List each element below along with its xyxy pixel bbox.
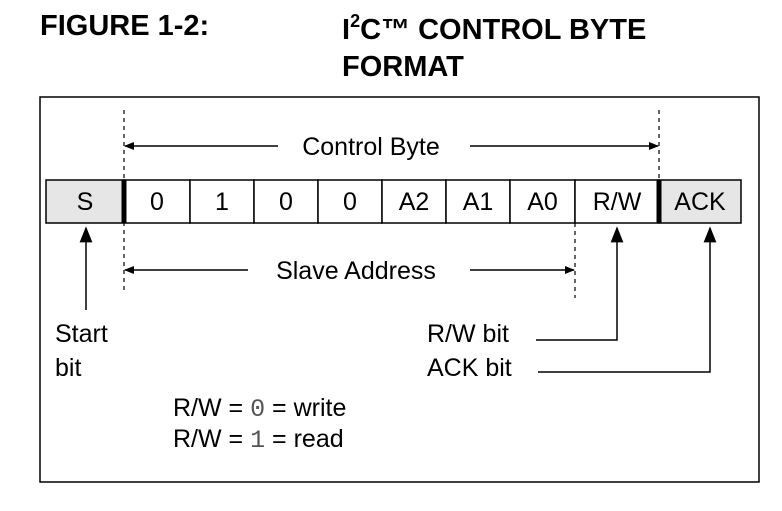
legend-write-suffix: = write [265, 394, 346, 422]
byte-boundary-start [121, 180, 127, 223]
bit-cell-2-1 [189, 179, 255, 224]
figure-title: I2C™ CONTROL BYTE FORMAT [342, 12, 646, 86]
bit-cell-label-8: R/W [593, 188, 642, 216]
ack-bit-leader [538, 226, 717, 373]
bit-cell-0-s [45, 179, 125, 224]
bit-cell-5-a2 [381, 179, 447, 224]
bit-cell-4-0 [317, 179, 383, 224]
slave-address-label: Slave Address [276, 257, 436, 285]
bit-cell-8-r-w [574, 179, 660, 224]
rw-bit-label: R/W bit [427, 320, 509, 348]
bit-cell-label-5: A2 [399, 188, 430, 216]
ack-bit-label: ACK bit [427, 354, 512, 382]
legend-read-value: 1 [250, 426, 265, 455]
bit-cell-9-ack [658, 179, 742, 224]
bit-cell-label-3: 0 [279, 188, 293, 216]
bit-cell-label-4: 0 [343, 188, 357, 216]
bit-cell-7-a0 [509, 179, 576, 224]
start-bit-label-line-2: bit [55, 354, 81, 382]
legend-write-value: 0 [250, 395, 265, 424]
figure-number: FIGURE 1-2: [40, 10, 210, 42]
legend-line-read: R/W = 1 = read [173, 425, 344, 455]
title-superscript: 2 [350, 11, 361, 31]
bit-cell-label-0: S [77, 188, 94, 216]
bit-fields: S 0 1 0 0 A2 A1 A0 R/W ACK [45, 179, 742, 224]
bit-cell-6-a1 [445, 179, 511, 224]
title-i: I [342, 14, 351, 46]
bit-cell-label-7: A0 [527, 188, 558, 216]
bit-cell-label-2: 1 [215, 188, 229, 216]
legend-write-prefix: R/W = [173, 394, 250, 422]
bit-cell-3-0 [253, 179, 319, 224]
rw-bit-leader [536, 226, 624, 341]
figure-frame [39, 96, 760, 483]
bit-cell-label-9: ACK [674, 188, 726, 216]
legend-read-suffix: = read [265, 425, 344, 453]
byte-boundary-end [656, 180, 662, 223]
legend-read-prefix: R/W = [173, 425, 250, 453]
legend-line-write: R/W = 0 = write [173, 394, 346, 424]
figure-title-line-2: FORMAT [342, 50, 464, 83]
bit-cell-label-1: 0 [150, 188, 164, 216]
title-rest: C™ CONTROL BYTE [360, 14, 647, 46]
control-byte-label: Control Byte [302, 133, 440, 161]
start-bit-label-line-1: Start [55, 320, 108, 348]
bit-cell-label-6: A1 [463, 188, 494, 216]
figure-title-line-1: I2C™ CONTROL BYTE [342, 12, 646, 49]
